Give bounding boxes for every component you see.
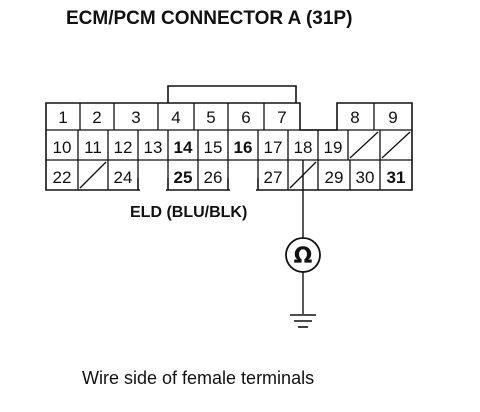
pin-19: 19: [324, 138, 343, 157]
pin-18: 18: [294, 138, 313, 157]
pin-30: 30: [356, 168, 375, 187]
pin-6: 6: [241, 108, 250, 127]
pin-29: 29: [325, 168, 344, 187]
wire-label: ELD (BLU/BLK): [130, 204, 248, 221]
pin-2: 2: [92, 108, 101, 127]
connector-title: ECM/PCM CONNECTOR A (31P): [66, 8, 353, 29]
pin-8: 8: [350, 108, 359, 127]
pin-26: 26: [204, 168, 223, 187]
pin-13: 13: [144, 138, 163, 157]
pin-15: 15: [204, 138, 223, 157]
pin-10: 10: [53, 138, 72, 157]
pin-12: 12: [114, 138, 133, 157]
pin-11: 11: [84, 138, 102, 157]
ohm-symbol: Ω: [294, 244, 313, 269]
ohmmeter-icon: Ω: [285, 237, 321, 273]
pin-25: 25: [174, 168, 193, 187]
pin-labels: 1 2 3 4 5 6 7 8 9 10 11 12 13 14 15 16 1…: [53, 108, 406, 187]
pin-16: 16: [234, 138, 253, 157]
pin-7: 7: [277, 108, 286, 127]
empty-terminal-slashes: [79, 131, 411, 189]
pin-9: 9: [388, 108, 397, 127]
connector-lock-tab: [167, 85, 297, 103]
pin-17: 17: [264, 138, 283, 157]
pin-5: 5: [206, 108, 215, 127]
pin-27: 27: [264, 168, 283, 187]
pin-4: 4: [171, 108, 180, 127]
pin-3: 3: [131, 108, 140, 127]
row1-grid: [46, 103, 412, 131]
view-caption: Wire side of female terminals: [82, 368, 315, 388]
pin-31: 31: [387, 168, 406, 187]
ground-icon: [290, 314, 316, 328]
pin-1: 1: [58, 108, 67, 127]
pin-14: 14: [174, 138, 193, 157]
bottom-notch-outline: [137, 178, 259, 190]
pin-24: 24: [114, 168, 133, 187]
pin-22: 22: [53, 168, 72, 187]
